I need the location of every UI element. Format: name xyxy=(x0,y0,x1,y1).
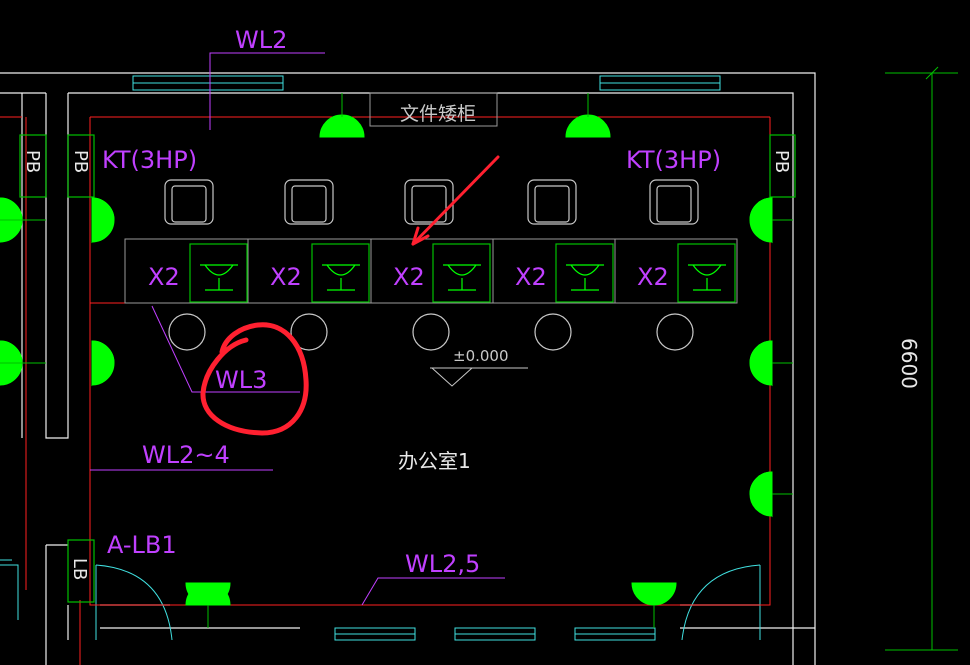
label-x2-2: X2 xyxy=(270,263,302,291)
desk-outlets xyxy=(189,243,736,303)
label-cabinet: 文件矮柜 xyxy=(400,103,476,125)
pb-panel-right xyxy=(769,134,796,198)
label-alb1: A-LB1 xyxy=(107,531,177,559)
label-room: 办公室1 xyxy=(398,449,471,473)
label-pb-left-inner: PB xyxy=(70,150,91,173)
label-elevation: ±0.000 xyxy=(453,347,509,365)
chair-1 xyxy=(164,179,214,225)
chair-5 xyxy=(649,179,699,225)
label-kt-left: KT(3HP) xyxy=(102,146,197,174)
label-wl2-5: WL2,5 xyxy=(405,550,480,578)
chairs xyxy=(164,179,699,225)
chair-4 xyxy=(527,179,577,225)
dimension-line xyxy=(885,66,958,651)
stool-1 xyxy=(168,313,206,351)
lb-panel xyxy=(67,539,95,603)
label-lb: LB xyxy=(69,558,90,580)
stool-5 xyxy=(656,313,694,351)
stool-2 xyxy=(290,313,328,351)
pb-panel-left-outer xyxy=(19,134,47,198)
chair-3 xyxy=(404,179,454,225)
pb-panel-left-inner xyxy=(67,134,95,198)
stools xyxy=(168,313,694,351)
label-wl2-top: WL2 xyxy=(235,26,287,54)
elevation-marker xyxy=(430,367,528,387)
walls xyxy=(0,72,816,665)
label-x2-3: X2 xyxy=(393,263,425,291)
annotation-leaders xyxy=(90,52,505,606)
label-pb-right: PB xyxy=(771,150,792,173)
label-x2-5: X2 xyxy=(637,263,669,291)
label-pb-left-outer: PB xyxy=(22,150,43,173)
markup-circle xyxy=(200,322,309,436)
label-dimension: 6600 xyxy=(897,338,921,389)
label-kt-right: KT(3HP) xyxy=(626,146,721,174)
desk-row xyxy=(124,92,738,304)
label-x2-1: X2 xyxy=(148,263,180,291)
stool-3 xyxy=(412,313,450,351)
markup-arrow xyxy=(411,155,500,246)
label-wl3: WL3 xyxy=(215,366,267,394)
windows xyxy=(0,75,761,641)
stool-4 xyxy=(534,313,572,351)
label-x2-4: X2 xyxy=(515,263,547,291)
chair-2 xyxy=(284,179,334,225)
fixture-leads xyxy=(0,93,793,628)
panels xyxy=(19,134,796,603)
label-wl2-4: WL2~4 xyxy=(142,441,230,469)
